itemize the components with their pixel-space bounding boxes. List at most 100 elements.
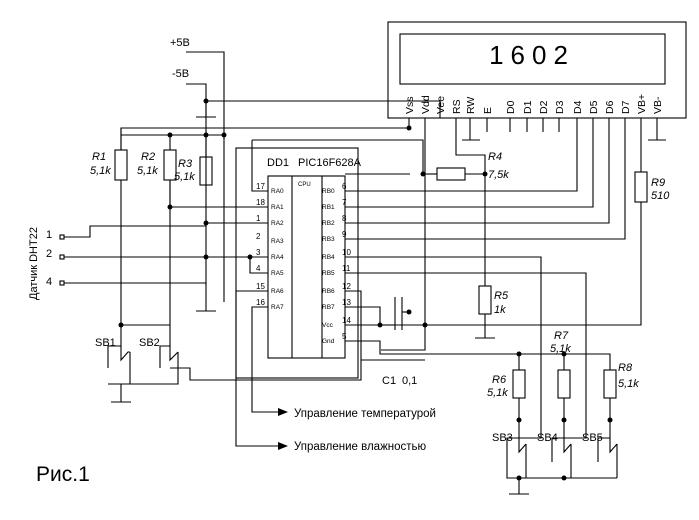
- mcu-designator: DD1: [267, 157, 289, 169]
- mcu-pin-name: RB0: [322, 188, 335, 195]
- mcu-pin-name: RB7: [322, 304, 335, 311]
- r8-value: 5,1k: [618, 378, 639, 390]
- sensor-pin4-terminal: [59, 280, 65, 286]
- r7-ref: R7: [554, 330, 569, 342]
- junction: [482, 171, 488, 177]
- lcd-pin-label: D1: [522, 100, 534, 114]
- mcu-pin-number: 16: [256, 298, 265, 307]
- sb1-right: [108, 352, 131, 385]
- resistor-r3: [199, 156, 213, 186]
- mcu-part: PIC16F628A: [298, 157, 362, 169]
- rb5-to-r7: [564, 420, 587, 439]
- sensor-label: Датчик DHT22: [28, 227, 40, 300]
- mcu-pin-number: 10: [342, 248, 351, 257]
- resistor-r4: [436, 167, 466, 181]
- lcd-pin-label: VB-: [652, 96, 664, 114]
- lcd-pin-label: RS: [451, 99, 463, 114]
- mcu-pin-name: RA4: [271, 254, 284, 261]
- sensor-pin2-terminal: [59, 254, 65, 260]
- rail-pos5: [186, 51, 225, 302]
- junction: [422, 322, 428, 328]
- wire-ra0: [251, 140, 268, 192]
- wire-d4: [345, 118, 578, 192]
- wire-r9-vcc: [345, 202, 642, 326]
- wire-rb4: [345, 256, 542, 420]
- arrow-hum: [278, 442, 288, 450]
- mcu-pin-name: RA3: [271, 238, 284, 245]
- lcd-pin-label: D4: [572, 100, 584, 114]
- lcd-module: [387, 21, 687, 119]
- mcu-pin-number: 18: [256, 198, 265, 207]
- mcu-pin-name: RA5: [271, 270, 284, 277]
- wire-d7: [345, 118, 626, 240]
- sb2-label: SB2: [139, 337, 160, 349]
- wire-vss: [120, 118, 410, 150]
- r5-ref: R5: [494, 290, 509, 302]
- wire-ra5: [249, 257, 268, 274]
- lcd-screen: [399, 33, 666, 85]
- rb4-to-r6: [519, 420, 542, 439]
- sb3-left: [506, 437, 519, 462]
- sb5-switch: [609, 438, 618, 454]
- r4-ref: R4: [488, 151, 502, 163]
- wire-rb7: [345, 306, 381, 325]
- r5-value: 1k: [494, 304, 506, 316]
- junction: [203, 98, 209, 104]
- mcu-pin-number: 14: [342, 316, 351, 325]
- junction: [203, 132, 209, 138]
- wire-gnd-bus: [345, 340, 611, 370]
- lcd-pin-label: Vdd: [420, 95, 432, 114]
- junction: [516, 351, 522, 357]
- mcu-pin-name: RB3: [322, 236, 335, 243]
- resistor-r1: [114, 149, 128, 181]
- sb5-left: [597, 437, 610, 462]
- lcd-pin-label: D7: [620, 100, 632, 114]
- sb4-switch: [563, 438, 572, 454]
- mcu-pin-number: 1: [256, 214, 261, 223]
- junction: [607, 417, 613, 423]
- resistor-r6: [512, 369, 526, 399]
- mcu-pin-number: 17: [256, 182, 265, 191]
- mcu-pin-number: 13: [342, 298, 351, 307]
- power-neg-label: -5B: [172, 68, 189, 80]
- junction: [561, 475, 567, 481]
- junction: [221, 132, 227, 138]
- lcd-pin-label: D3: [554, 100, 566, 114]
- mcu-right-pins: 6RB07RB18RB29RB310RB411RB512RB613RB714Vc…: [322, 182, 351, 345]
- mcu-body: [267, 175, 346, 359]
- lcd-display-text: 1602: [489, 40, 575, 70]
- power-pos-label: +5B: [170, 37, 190, 49]
- mcu-pin-name: Gnd: [322, 338, 335, 345]
- junction: [377, 322, 383, 328]
- r1-ref: R1: [92, 151, 106, 163]
- mcu-cpu-label: CPU: [298, 182, 311, 188]
- sensor-pin1-terminal: [59, 234, 65, 240]
- lcd-pin-label: D2: [538, 100, 550, 114]
- c1-value: 0,1: [402, 375, 417, 387]
- figure-caption: Рис.1: [36, 463, 90, 486]
- sb2-left: [159, 325, 171, 368]
- sb1-left: [107, 325, 122, 368]
- mcu-pin-number: 15: [256, 282, 265, 291]
- mcu-pin-number: 6: [342, 182, 347, 191]
- wire-e-net: [252, 139, 424, 174]
- mcu-pin-name: Vcc: [322, 322, 334, 329]
- wire-vdd: [381, 118, 426, 351]
- mcu-pin-name: RA1: [271, 204, 284, 211]
- lcd-pin-label: Vee: [435, 96, 447, 114]
- wire-sensor-vcc: [64, 223, 207, 238]
- mcu-pin-number: 8: [342, 214, 347, 223]
- wire-rb5: [345, 272, 587, 420]
- junction: [561, 417, 567, 423]
- sensor-pin2: 2: [46, 248, 52, 260]
- r3-ref: R3: [178, 158, 193, 170]
- mcu-pin-number: 7: [342, 198, 347, 207]
- junction: [167, 132, 173, 138]
- junction: [516, 475, 522, 481]
- lcd-pin-label: Vss: [404, 96, 416, 114]
- sb1-switch: [120, 346, 130, 362]
- mcu-pin-number: 11: [342, 264, 351, 273]
- rail-neg5: [186, 83, 207, 285]
- lcd-pin-label: VB+: [636, 94, 648, 114]
